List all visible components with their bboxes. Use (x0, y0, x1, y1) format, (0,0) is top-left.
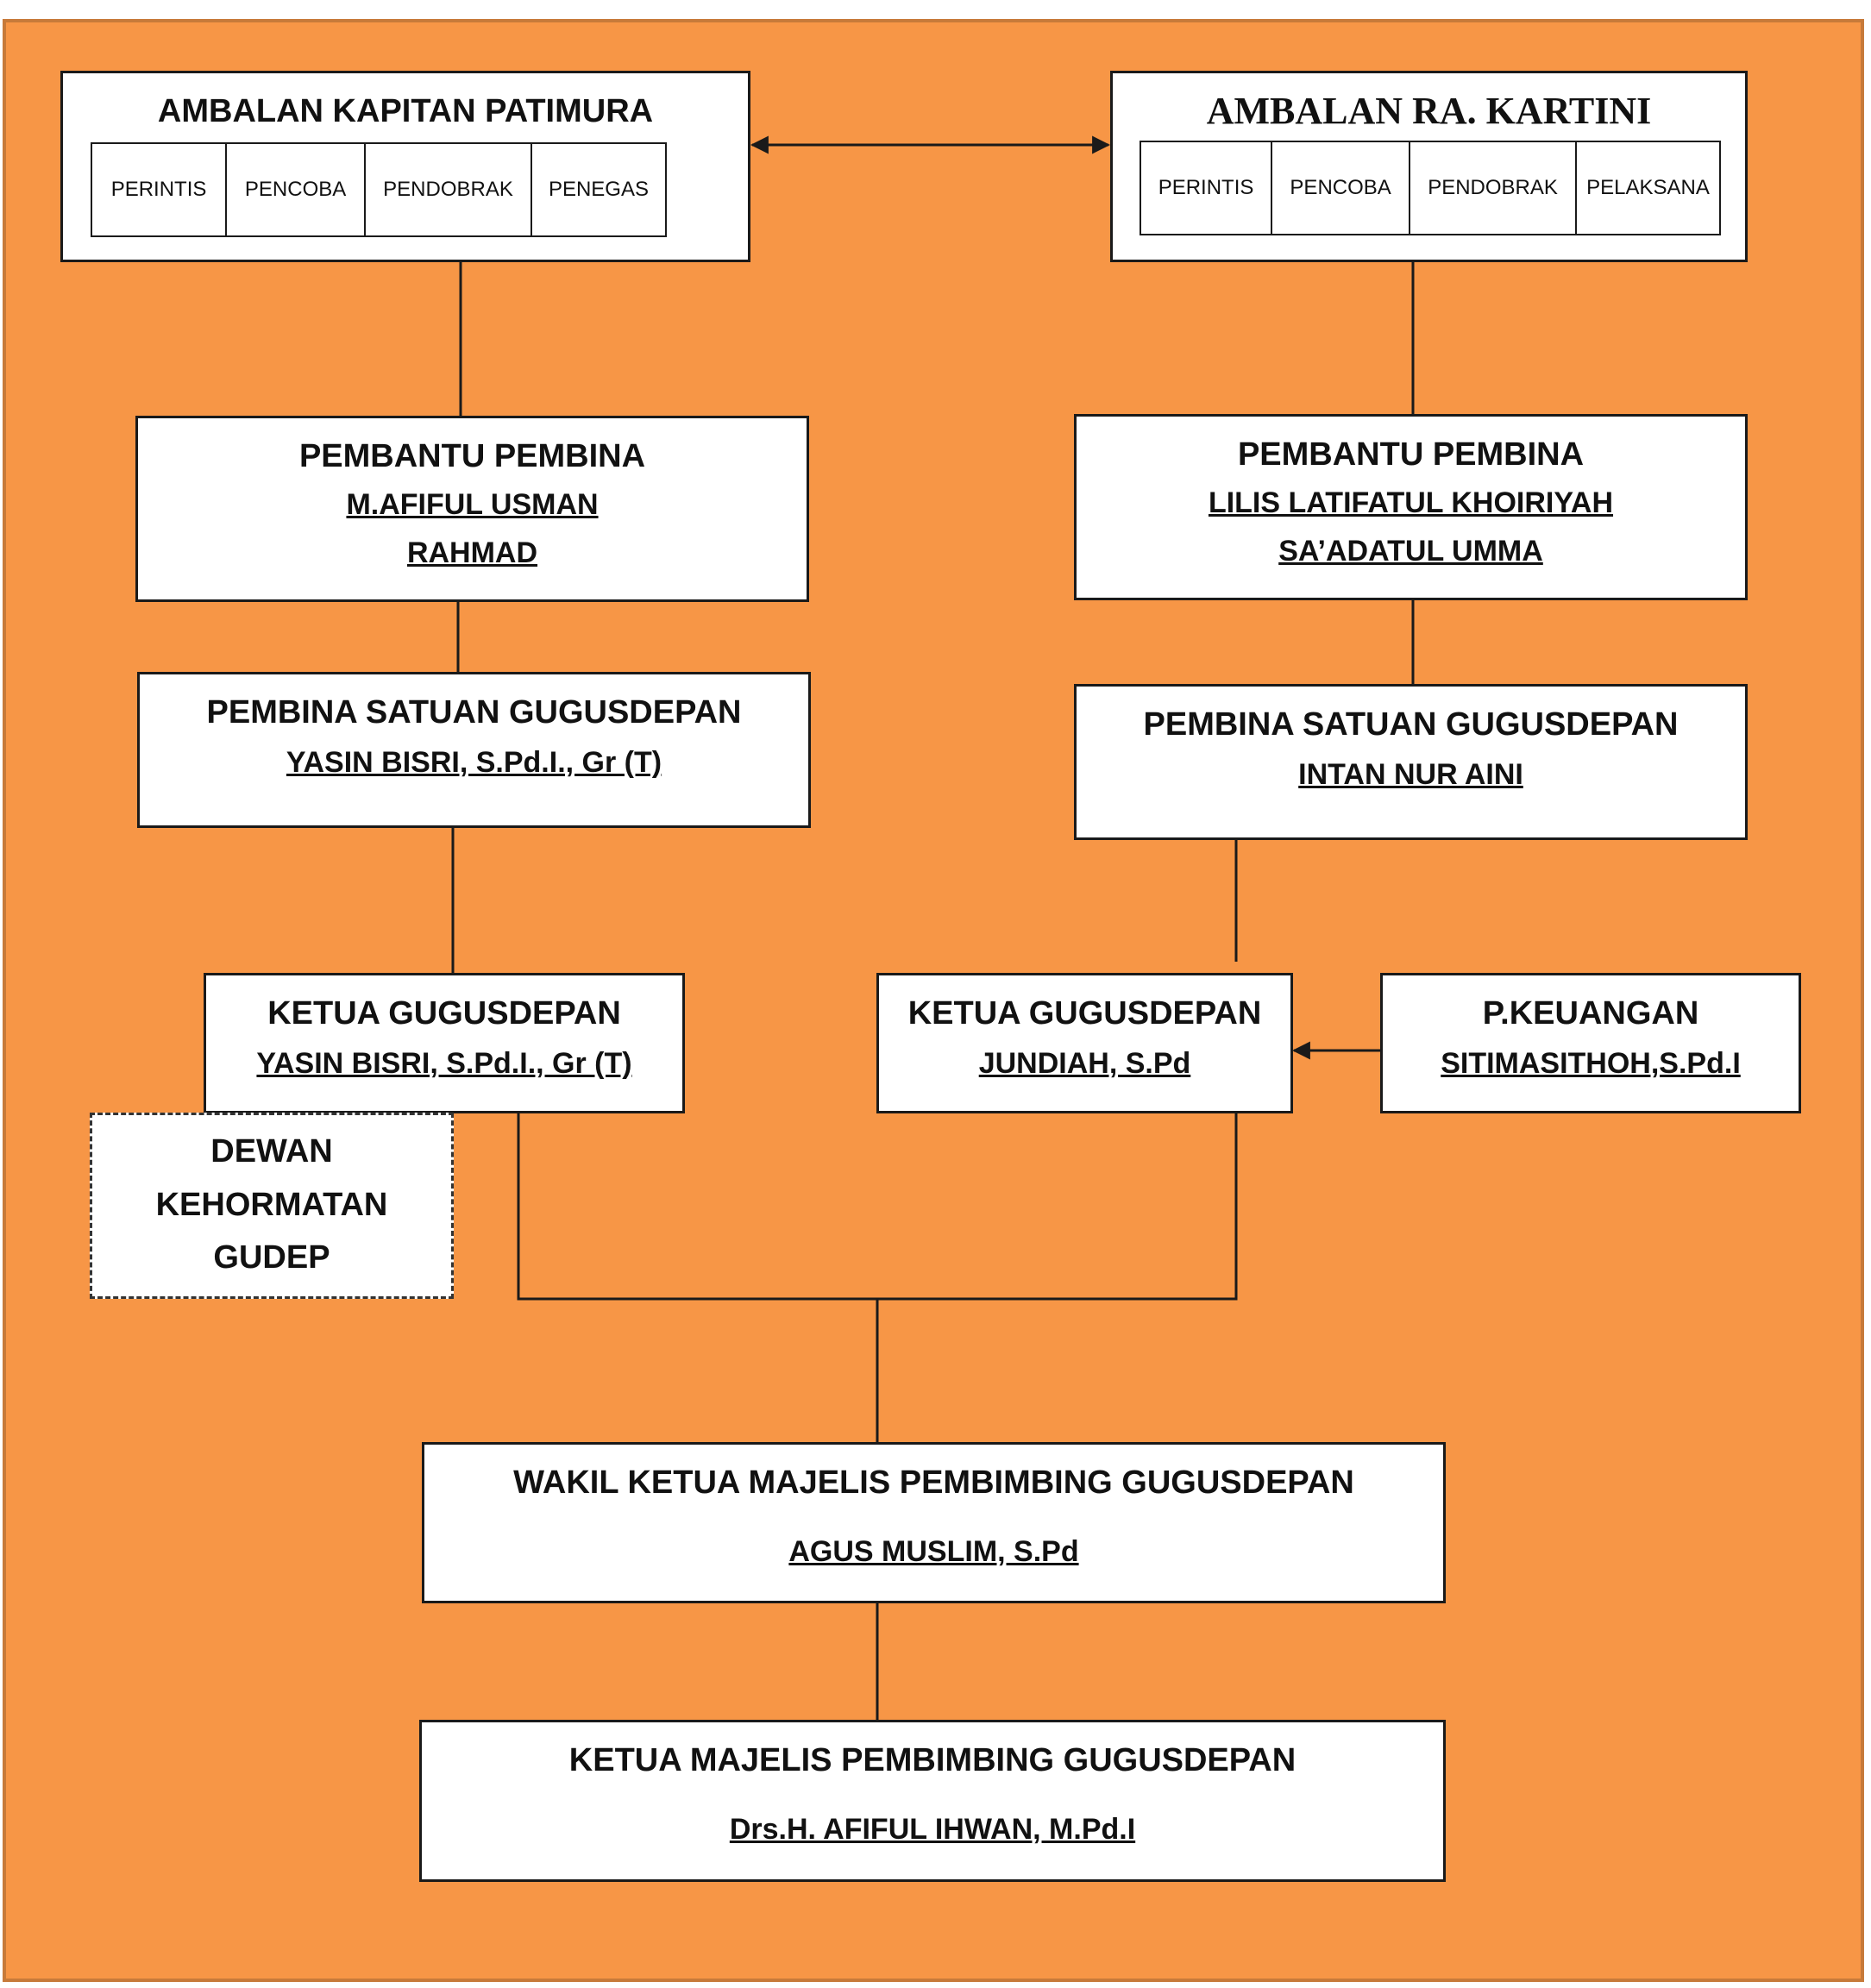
pembina-left-title: PEMBINA SATUAN GUGUSDEPAN (206, 694, 742, 731)
ketua-majelis-name: Drs.H. AFIFUL IHWAN, M.Pd.I (729, 1812, 1136, 1846)
ketua-right-name: JUNDIAH, S.Pd (978, 1046, 1191, 1080)
rank-cell: PERINTIS (110, 178, 207, 201)
wakil-ketua-title: WAKIL KETUA MAJELIS PEMBIMBING GUGUSDEPA… (513, 1464, 1354, 1501)
keuangan-box: P.KEUANGAN SITIMASITHOH,S.Pd.I (1380, 973, 1801, 1113)
ambalan-ra-kartini-box: AMBALAN RA. KARTINI PERINTIS PENCOBA PEN… (1110, 71, 1748, 262)
rank-cell: PENCOBA (225, 144, 364, 235)
ambalan-right-title: AMBALAN RA. KARTINI (1206, 90, 1652, 132)
rank-cell: PELAKSANA (1574, 142, 1719, 234)
pembina-right-name: INTAN NUR AINI (1298, 757, 1523, 791)
pembantu-pembina-right-box: PEMBANTU PEMBINA LILIS LATIFATUL KHOIRIY… (1074, 414, 1748, 600)
ambalan-kapitan-patimura-box: AMBALAN KAPITAN PATIMURA PERINTIS PENCOB… (60, 71, 750, 262)
ketua-right-title: KETUA GUGUSDEPAN (907, 995, 1262, 1032)
pembina-satuan-left-box: PEMBINA SATUAN GUGUSDEPAN YASIN BISRI, S… (137, 672, 811, 828)
rank-cell: PERINTIS (1158, 176, 1254, 199)
keuangan-title: P.KEUANGAN (1482, 995, 1699, 1032)
pembantu-left-title: PEMBANTU PEMBINA (298, 438, 646, 474)
ketua-left-title: KETUA GUGUSDEPAN (267, 995, 621, 1032)
pembina-right-title: PEMBINA SATUAN GUGUSDEPAN (1143, 706, 1679, 743)
dewan-line-2: KEHORMATAN (155, 1186, 388, 1223)
ketua-majelis-title: KETUA MAJELIS PEMBIMBING GUGUSDEPAN (568, 1742, 1297, 1778)
dewan-line-1: DEWAN (210, 1133, 333, 1170)
pembantu-right-name-2: SA’ADATUL UMMA (1278, 535, 1543, 568)
keuangan-name: SITIMASITHOH,S.Pd.I (1441, 1046, 1741, 1080)
pembantu-right-title: PEMBANTU PEMBINA (1237, 436, 1585, 473)
rank-cell: PENDOBRAK (364, 144, 531, 235)
wakil-ketua-name: AGUS MUSLIM, S.Pd (788, 1534, 1079, 1568)
ketua-left-name: YASIN BISRI, S.Pd.I., Gr (T) (256, 1046, 632, 1080)
dewan-line-3: GUDEP (213, 1239, 330, 1276)
rank-cell: PENEGAS (530, 144, 665, 235)
ketua-gugusdepan-right-box: KETUA GUGUSDEPAN JUNDIAH, S.Pd (876, 973, 1293, 1113)
ambalan-left-ranks: PERINTIS PENCOBA PENDOBRAK PENEGAS (91, 142, 667, 237)
rank-cell: PENCOBA (1271, 142, 1409, 234)
pembantu-left-name-1: M.AFIFUL USMAN (346, 487, 599, 521)
pembantu-pembina-left-box: PEMBANTU PEMBINA M.AFIFUL USMAN RAHMAD (135, 416, 809, 602)
wakil-ketua-majelis-box: WAKIL KETUA MAJELIS PEMBIMBING GUGUSDEPA… (422, 1442, 1446, 1603)
connector-merge (517, 1113, 1238, 1301)
ambalan-left-title: AMBALAN KAPITAN PATIMURA (157, 93, 654, 129)
pembantu-left-name-2: RAHMAD (406, 536, 538, 570)
rank-cell: PENDOBRAK (1409, 142, 1575, 234)
ambalan-right-ranks: PERINTIS PENCOBA PENDOBRAK PELAKSANA (1140, 141, 1721, 235)
ketua-majelis-box: KETUA MAJELIS PEMBIMBING GUGUSDEPAN Drs.… (419, 1720, 1446, 1882)
pembina-satuan-right-box: PEMBINA SATUAN GUGUSDEPAN INTAN NUR AINI (1074, 684, 1748, 840)
dewan-kehormatan-box: DEWAN KEHORMATAN GUDEP (90, 1113, 454, 1299)
pembina-left-name: YASIN BISRI, S.Pd.I., Gr (T) (286, 745, 662, 779)
ketua-gugusdepan-left-box: KETUA GUGUSDEPAN YASIN BISRI, S.Pd.I., G… (204, 973, 685, 1113)
pembantu-right-name-1: LILIS LATIFATUL KHOIRIYAH (1208, 486, 1614, 519)
